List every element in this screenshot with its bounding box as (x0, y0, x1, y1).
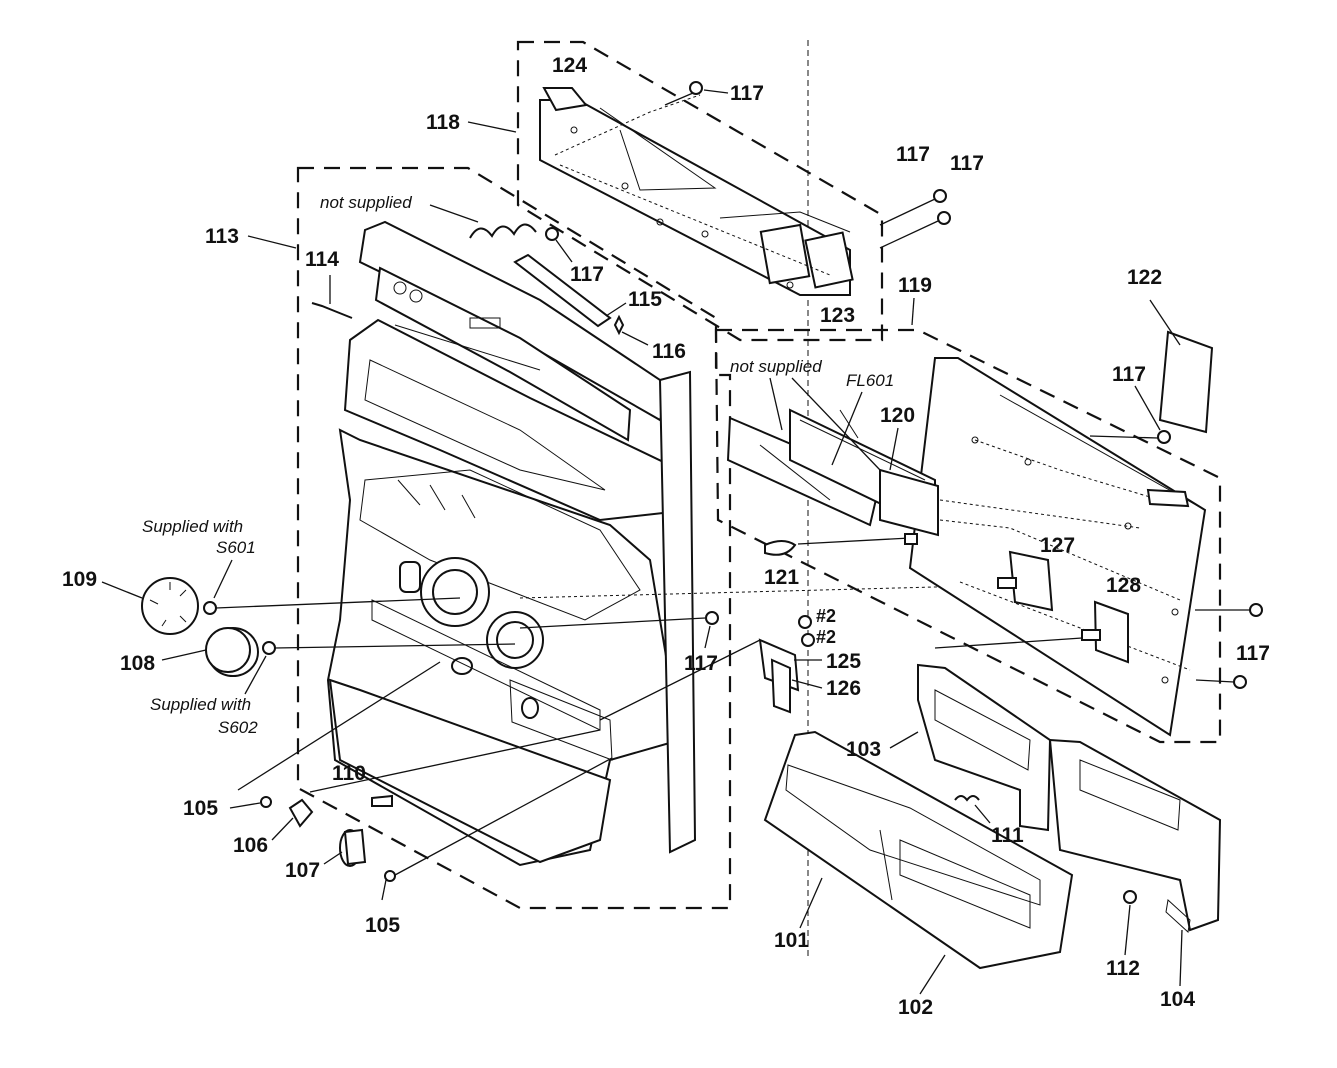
label-105-b: 105 (365, 914, 400, 937)
note-supplied-s602-line2: S602 (218, 718, 258, 737)
label-screw-2-b: #2 (816, 627, 836, 647)
label-117-right-a: 117 (1236, 642, 1270, 665)
label-111: 111 (991, 824, 1024, 847)
brackets-103-104 (917, 663, 1222, 933)
screws-117-right-board (1089, 430, 1263, 689)
screw-117-right-pair (879, 189, 951, 249)
note-not-supplied-left: not supplied (320, 193, 412, 212)
label-118: 118 (426, 111, 460, 134)
label-120: 120 (880, 404, 915, 427)
screw-117-mid (545, 227, 573, 263)
label-125: 125 (826, 650, 861, 673)
label-119: 119 (898, 274, 932, 297)
screw-117-top (664, 81, 729, 106)
label-108: 108 (120, 652, 155, 675)
label-117-mid: 117 (570, 263, 604, 286)
spring-111 (954, 795, 991, 824)
label-117-board: 117 (1112, 363, 1146, 386)
assembly-outline-113 (296, 166, 732, 910)
label-117-a: 117 (896, 143, 930, 166)
label-121: 121 (764, 566, 799, 589)
label-117-front: 117 (684, 652, 718, 675)
lens-121 (764, 533, 918, 556)
label-screw-2-a: #2 (816, 606, 836, 626)
label-122: 122 (1127, 266, 1162, 289)
screw-105-lower (381, 870, 396, 901)
note-supplied-s601-line1: Supplied with (142, 517, 243, 536)
long-leader-117-mid (519, 584, 1011, 629)
knob-108 (161, 627, 516, 677)
label-106: 106 (233, 834, 268, 857)
button-107 (339, 828, 367, 867)
annotation-notes: not supplied not supplied Supplied with … (142, 193, 881, 737)
assembly-leaders-lower (237, 661, 613, 876)
clip-116 (613, 314, 649, 346)
label-127: 127 (1040, 534, 1075, 557)
lever-110 (371, 794, 393, 807)
label-115: 115 (628, 288, 662, 311)
label-103: 103 (846, 738, 881, 761)
label-117-top: 117 (730, 82, 764, 105)
assembly-outline-119 (714, 328, 1222, 744)
label-101: 101 (774, 929, 809, 952)
label-112: 112 (1106, 957, 1140, 980)
front-panel-113 (326, 220, 697, 867)
spring-114 (311, 275, 353, 319)
bracket-115 (513, 253, 627, 328)
label-fl601: FL601 (846, 371, 894, 390)
label-113: 113 (205, 225, 239, 248)
board-120 (879, 468, 939, 537)
label-114: 114 (305, 248, 339, 271)
label-117-b: 117 (950, 152, 984, 175)
label-123: 123 (820, 304, 855, 327)
label-128: 128 (1106, 574, 1141, 597)
switch-128 (934, 600, 1129, 664)
label-104: 104 (1160, 988, 1195, 1011)
label-124: 124 (552, 54, 587, 77)
label-109: 109 (62, 568, 97, 591)
button-106 (288, 798, 314, 828)
label-105-a: 105 (183, 797, 218, 820)
tape-122 (1149, 299, 1214, 434)
note-supplied-s601-line2: S601 (216, 538, 256, 557)
not-supplied-connector-left (429, 204, 537, 239)
label-126: 126 (826, 677, 861, 700)
switch-127 (997, 550, 1054, 612)
bracket-125-126 (599, 615, 823, 721)
screw-105-upper (229, 796, 272, 809)
note-not-supplied-right: not supplied (730, 357, 822, 376)
label-107: 107 (285, 859, 320, 882)
knob-109 (101, 577, 461, 635)
part-labels: 124 117 118 117 117 113 114 117 115 116 … (62, 54, 1270, 1019)
note-supplied-s602-line1: Supplied with (150, 695, 251, 714)
door-panel-101 (763, 730, 1074, 970)
label-116: 116 (652, 340, 686, 363)
assembly-outline-118 (516, 40, 884, 342)
label-102: 102 (898, 996, 933, 1019)
circuit-board-118 (539, 87, 854, 296)
label-110: 110 (332, 762, 366, 785)
